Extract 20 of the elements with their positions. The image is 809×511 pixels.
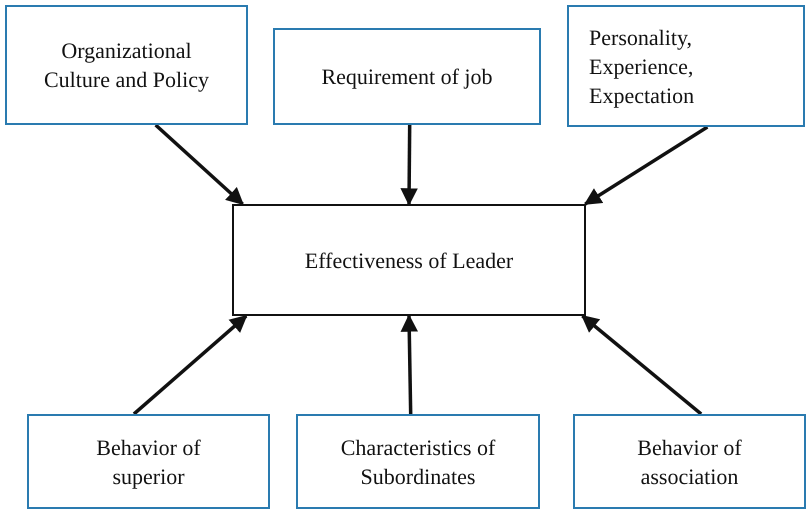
arrow — [400, 314, 418, 414]
arrow — [584, 126, 708, 206]
factor-box — [296, 414, 540, 509]
factor-box — [27, 414, 270, 509]
factor-box — [5, 5, 248, 125]
box-label: Behavior of association — [636, 434, 743, 490]
box-label: Effectiveness of Leader — [304, 246, 514, 274]
box-label: Behavior of superior — [95, 434, 202, 490]
arrow — [154, 124, 244, 206]
box-label: Organizational Culture and Policy — [43, 37, 210, 94]
central-box — [232, 204, 586, 316]
box-label: Personality, Experience, Expectation — [589, 24, 696, 110]
arrow — [132, 314, 248, 416]
arrow — [581, 314, 702, 416]
arrow — [400, 124, 418, 206]
factor-box — [567, 5, 805, 127]
factor-box — [573, 414, 806, 509]
box-label: Requirement of job — [321, 63, 493, 91]
box-label: Characteristics of Subordinates — [340, 434, 496, 490]
factor-box — [273, 28, 541, 125]
